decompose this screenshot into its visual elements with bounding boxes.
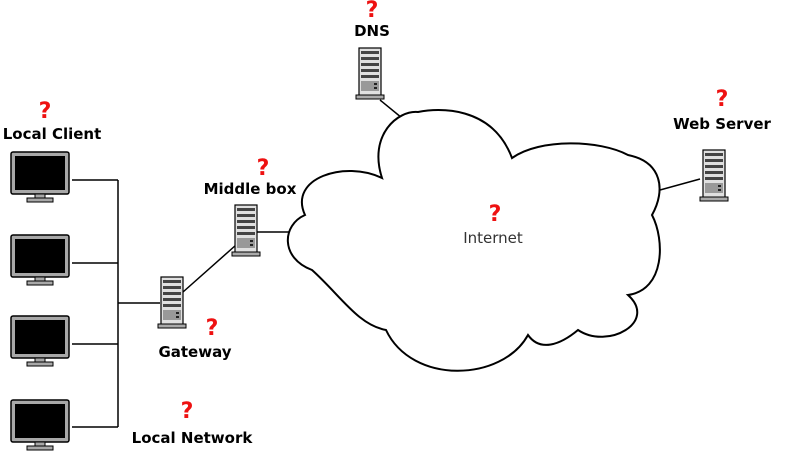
internet-label: Internet bbox=[463, 229, 523, 247]
client-monitor-2-icon[interactable] bbox=[10, 234, 70, 286]
local-network-question-icon: ? bbox=[181, 399, 194, 424]
connection-lines bbox=[72, 99, 701, 428]
local-network-label: Local Network bbox=[132, 429, 254, 447]
middle-box-label: Middle box bbox=[204, 180, 297, 198]
local-client-question-icon: ? bbox=[39, 99, 52, 124]
dns-label: DNS bbox=[354, 22, 390, 40]
gateway-server-icon[interactable] bbox=[157, 276, 187, 329]
internet-cloud-icon bbox=[286, 109, 661, 372]
middle-box-question-icon: ? bbox=[257, 156, 270, 181]
dns-question-icon: ? bbox=[366, 0, 379, 23]
client-monitor-1-icon[interactable] bbox=[10, 151, 70, 203]
dns-server-icon[interactable] bbox=[355, 47, 385, 100]
web-server-icon[interactable] bbox=[699, 149, 729, 202]
client-monitor-4-icon[interactable] bbox=[10, 399, 70, 451]
local-client-label: Local Client bbox=[3, 125, 102, 143]
gateway-question-icon: ? bbox=[206, 316, 219, 341]
middle-box-server-icon[interactable] bbox=[231, 204, 261, 257]
gateway-label: Gateway bbox=[158, 343, 231, 361]
client-monitor-3-icon[interactable] bbox=[10, 315, 70, 367]
internet-question-icon: ? bbox=[489, 202, 502, 227]
web-server-label: Web Server bbox=[673, 115, 771, 133]
web-server-question-icon: ? bbox=[716, 87, 729, 112]
